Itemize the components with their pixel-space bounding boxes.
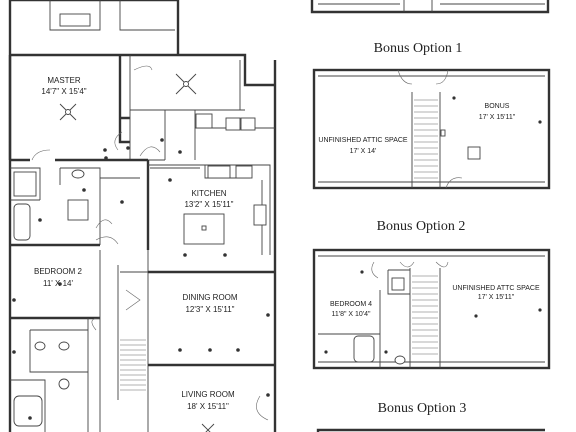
mid-wall (10, 158, 150, 250)
sink-fixture (58, 341, 70, 351)
stairs-icon (120, 289, 146, 391)
ceiling-fan-icon (175, 73, 197, 95)
master-walls (8, 55, 130, 160)
option-1-inner-walls (318, 75, 545, 188)
door-swing (95, 219, 113, 229)
toilet-fixture (394, 355, 406, 365)
option-2-left-room-name: BEDROOM 4 (330, 301, 372, 308)
door-swing (133, 65, 153, 71)
door-swing (139, 146, 161, 157)
option-1-title: Bonus Option 1 (374, 41, 463, 56)
dining-walls (148, 270, 275, 367)
option-2-outline (312, 248, 551, 370)
option-2-right-room-name: UNFINISHED ATTC SPACE (452, 285, 540, 292)
bedroom2-room-dims: 11' X 14' (43, 279, 74, 288)
washer-fixture (225, 117, 241, 131)
sink-fixture (235, 165, 253, 179)
main-outer-wall (8, 0, 277, 432)
option-1-right-room-dims: 17' X 15'11" (479, 114, 516, 121)
outlet-symbol (201, 225, 207, 231)
living-room-name: LIVING ROOM (181, 390, 235, 399)
skylight-fixture (59, 13, 91, 27)
dining-room-dims: 12'3" X 15'11" (185, 305, 234, 314)
master-room-name: MASTER (47, 76, 81, 85)
door-swing (256, 395, 269, 421)
door-swing (31, 149, 51, 161)
toilet-fixture (58, 378, 70, 390)
kitchen-room-name: KITCHEN (191, 189, 226, 198)
shower-fixture (13, 171, 37, 197)
kitchen-counters (148, 164, 271, 255)
range-fixture (207, 165, 231, 179)
option-1-right-room-name: BONUS (485, 103, 510, 110)
dining-room-name: DINING ROOM (182, 293, 237, 302)
option-2-left-room-dims: 11'8" X 10'4" (331, 311, 371, 318)
living-room-dims: 18' X 15'11" (187, 402, 229, 411)
ceiling-fan-icon (201, 423, 215, 432)
top-closet-walls (49, 0, 175, 31)
bathtub-fixture (353, 335, 375, 363)
bathtub-fixture (13, 203, 31, 241)
door-swing (95, 236, 119, 245)
option-1-outline (312, 68, 551, 190)
bedroom2-room-name: BEDROOM 2 (34, 267, 83, 276)
dryer-fixture (240, 117, 256, 131)
stairs-icon (414, 99, 446, 179)
sink-fixture (34, 341, 46, 351)
sink-fixture (71, 169, 85, 179)
option-3-outline (316, 428, 545, 432)
option-1-left-room-dims: 17' X 14' (350, 148, 377, 155)
door-swing (371, 261, 379, 279)
door-swing (399, 261, 415, 268)
master-room-dims: 14'7" X 15'4" (41, 87, 86, 96)
option-1-left-room-name: UNFINISHED ATTIC SPACE (318, 137, 408, 144)
ceiling-fan-icon (59, 103, 77, 121)
door-swing (397, 69, 449, 85)
bath2-walls (10, 318, 89, 432)
option-2-right-room-dims: 17' X 15'11" (478, 294, 515, 301)
door-swing (435, 261, 449, 268)
bonus-option-2: Bonus Option 2 BEDROOM 4 11'8" X 10'4" U… (312, 219, 551, 370)
door-swing (91, 317, 101, 331)
bathtub-fixture (13, 395, 43, 427)
option-2-title: Bonus Option 2 (377, 219, 466, 234)
attic-access-hatch (467, 146, 481, 160)
shower-fixture (391, 277, 405, 291)
main-floor-plan: MASTER 14'7" X 15'4" KITCHEN 13'2" X 15'… (8, 0, 277, 432)
door-swing (445, 177, 463, 189)
master-bath-walls (10, 167, 140, 245)
option-2-inner-walls (318, 255, 545, 368)
vanity-fixture (67, 199, 89, 221)
kitchen-room-dims: 13'2" X 15'11" (184, 200, 233, 209)
door-swing (114, 131, 123, 151)
upper-right-room-walls (130, 60, 245, 111)
option-3-title: Bonus Option 3 (378, 401, 467, 416)
bonus-option-1: Bonus Option 1 UNFINISHED ATTIC SPACE 17… (312, 41, 551, 190)
refrigerator-fixture (253, 204, 267, 226)
hall-walls (99, 250, 149, 432)
bedroom2-walls (10, 243, 100, 320)
top-option-plan (310, 0, 550, 14)
stairs-icon (412, 275, 438, 355)
electrical-symbols (12, 138, 270, 420)
sink-fixture (195, 113, 213, 129)
bonus-option-3: Bonus Option 3 (316, 401, 545, 432)
